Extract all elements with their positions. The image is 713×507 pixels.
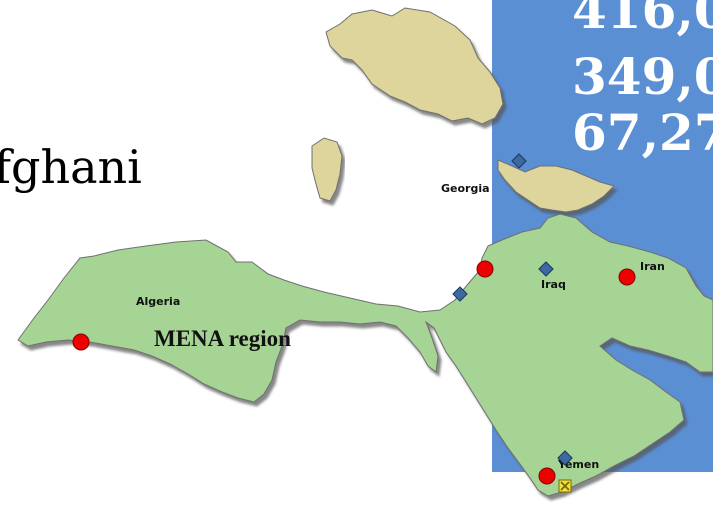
yellow-x-square-marker-yemen <box>558 479 572 493</box>
region-label-mena: MENA region <box>154 326 291 351</box>
blue-diamond-marker-iraq <box>538 261 554 277</box>
afghani-text-fragment: fghani <box>0 140 142 194</box>
blue-diamond-marker-georgia <box>511 153 527 169</box>
number-line-3: 67,27 <box>572 103 713 162</box>
small-landmass <box>311 137 343 202</box>
label-iran: Iran <box>640 260 665 273</box>
red-circle-marker-algeria <box>72 333 90 351</box>
balkans-landmass <box>325 7 504 125</box>
number-line-1: 416,0 <box>572 0 713 40</box>
label-algeria: Algeria <box>136 295 180 308</box>
label-iraq: Iraq <box>541 278 566 291</box>
red-circle-marker-yemen <box>538 467 556 485</box>
label-georgia: Georgia <box>441 182 490 195</box>
number-line-2: 349,0 <box>572 47 713 106</box>
red-circle-marker-levant <box>476 260 494 278</box>
mena-landmass <box>17 213 713 497</box>
georgia-landmass <box>497 159 615 213</box>
blue-diamond-marker-lebanon <box>452 286 468 302</box>
red-circle-marker-iran <box>618 268 636 286</box>
blue-diamond-marker-yemen <box>557 450 573 466</box>
